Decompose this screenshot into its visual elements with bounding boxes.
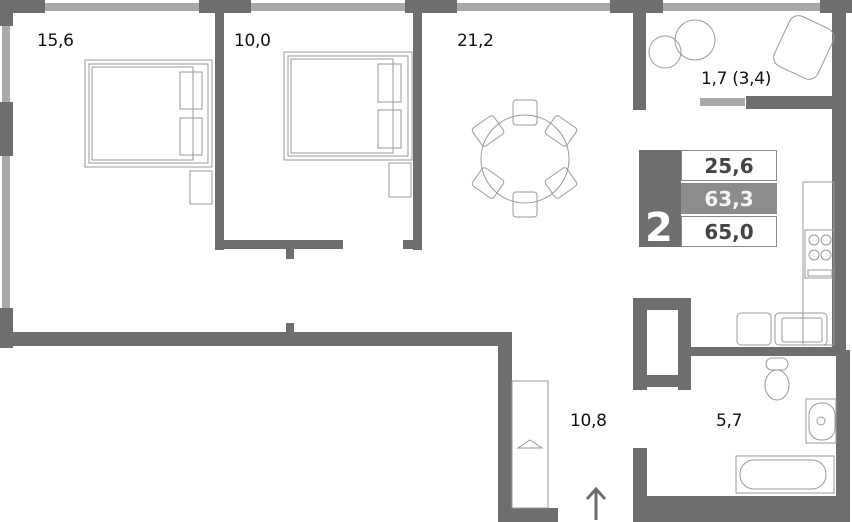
room-area-hallway: 10,8 [570, 411, 607, 431]
furniture [84, 15, 837, 509]
total-area-value: 65,0 [681, 216, 777, 247]
room-area-bedroom-2: 10,0 [234, 31, 271, 51]
area-without-balcony-value: 63,3 [681, 183, 777, 214]
room-area-kitchen-living: 21,2 [457, 31, 494, 51]
room-area-bedroom-1: 15,6 [37, 31, 74, 51]
area-summary-table: 2 25,6 63,3 65,0 [639, 150, 779, 251]
rooms-count-badge: 2 [639, 150, 681, 251]
room-area-bathroom: 5,7 [716, 411, 743, 431]
windows [2, 3, 821, 310]
living-area-value: 25,6 [681, 150, 777, 181]
rooms-count: 2 [645, 205, 673, 251]
arrow-up-icon [585, 486, 607, 520]
room-area-balcony: 1,7 (3,4) [701, 69, 772, 89]
